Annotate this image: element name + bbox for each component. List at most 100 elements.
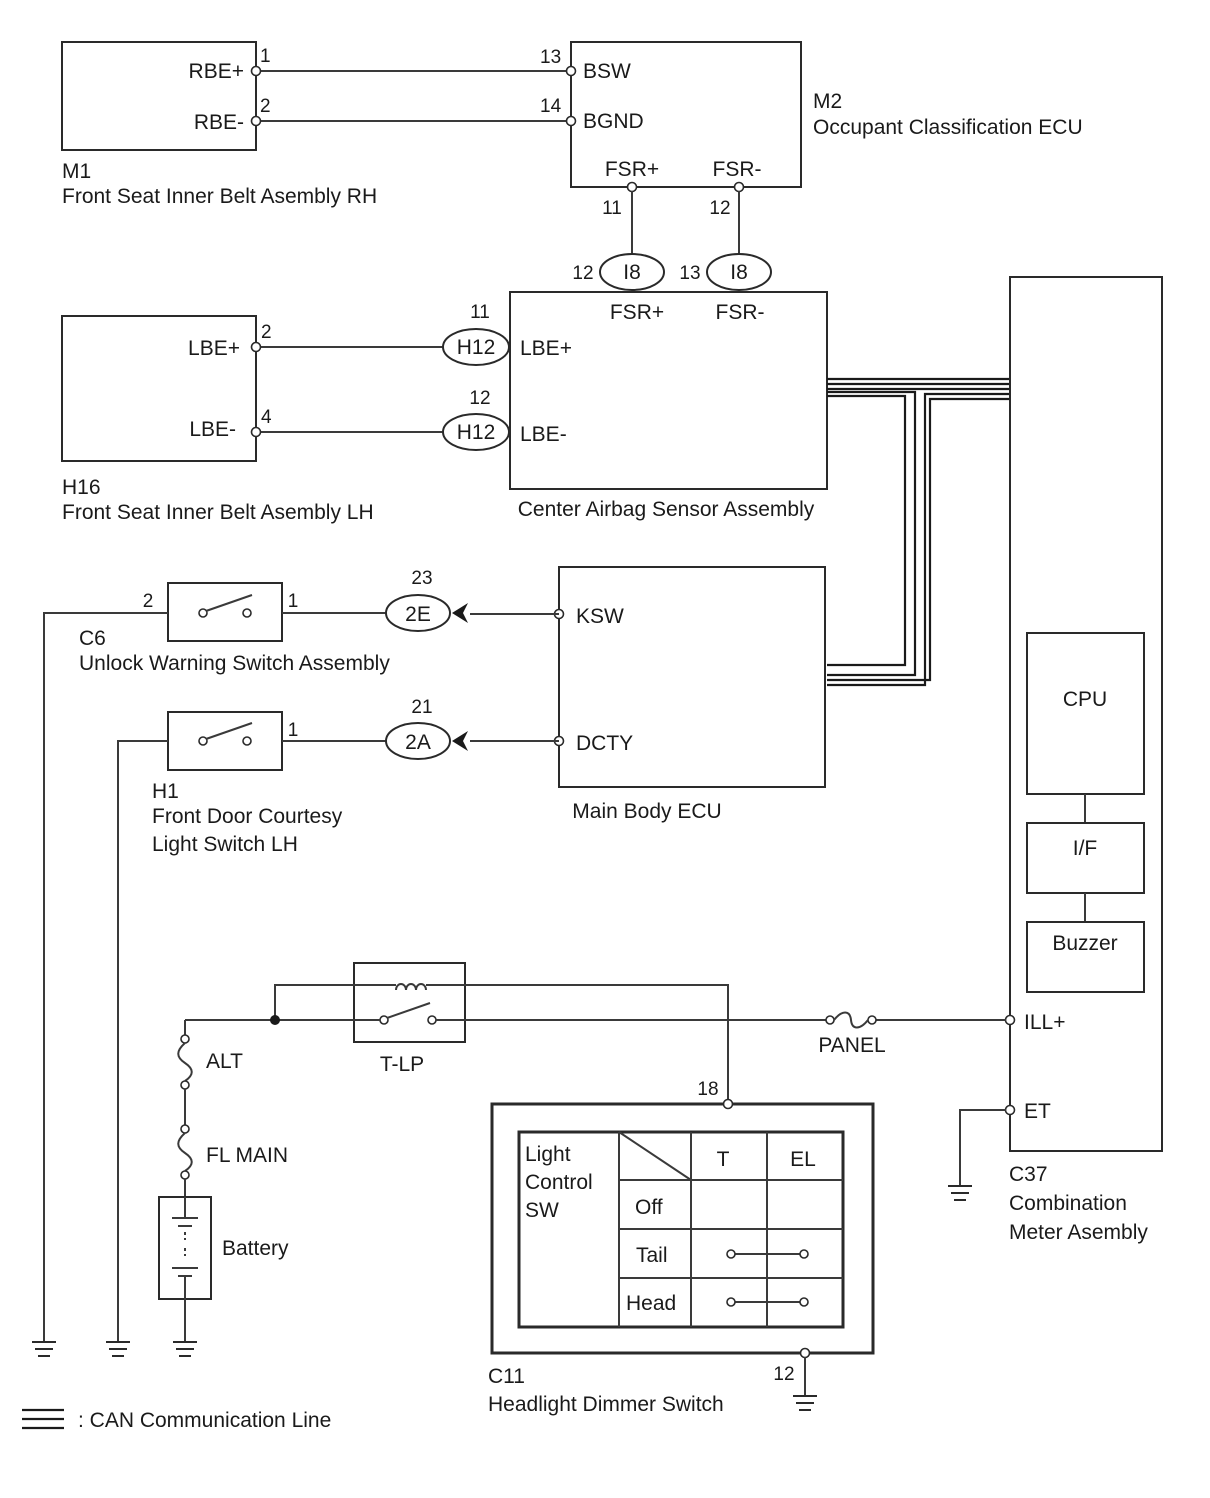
pin-rbe-minus: RBE- [194, 111, 244, 134]
column-header-t: T [717, 1148, 730, 1171]
buzzer-label: Buzzer [1052, 932, 1117, 955]
connector-2a: 2A 21 [385, 697, 468, 760]
component-code: C6 [79, 627, 106, 650]
component-code: H1 [152, 780, 179, 803]
pin-lbe-plus: LBE+ [188, 337, 240, 360]
terminal [250, 65, 262, 77]
fl-main-fuse: FL MAIN [177, 1124, 288, 1180]
c6-unlock-warning-switch: 2 1 C6 Unlock Warning Switch Assembly [79, 582, 390, 675]
row-label-tail: Tail [636, 1244, 668, 1267]
pin-number: 18 [697, 1079, 718, 1100]
h1-door-courtesy-switch: 1 H1 Front Door Courtesy Light Switch LH [152, 711, 343, 856]
m1-front-seat-belt-rh: RBE+ RBE- 1 2 M1 Front Seat Inner Belt A… [61, 41, 377, 208]
row-label-off: Off [635, 1196, 663, 1219]
tail-contact [726, 1249, 809, 1259]
component-name: Main Body ECU [572, 800, 721, 823]
ground-symbol [106, 1341, 130, 1357]
table-title: Light [525, 1143, 571, 1166]
connector-h12-b: H12 12 [442, 388, 510, 451]
pin-number: 12 [773, 1364, 794, 1385]
h16-front-seat-belt-lh: LBE+ LBE- 2 4 H16 Front Seat Inner Belt … [61, 315, 374, 524]
panel-fuse: PANEL [818, 1011, 886, 1057]
pin-bsw: BSW [583, 60, 631, 83]
connector-2e: 2E 23 [385, 568, 468, 632]
head-contact [726, 1297, 809, 1307]
component-name: Center Airbag Sensor Assembly [518, 498, 815, 521]
connector-i8-a: I8 12 [572, 253, 665, 291]
svg-text:2A: 2A [405, 731, 431, 754]
ground-symbol [948, 1185, 972, 1201]
pin-number: 1 [288, 591, 299, 612]
pin-lbe-plus: LBE+ [520, 337, 572, 360]
m2-occupant-classification-ecu: 13 14 BSW BGND FSR+ FSR- 11 12 M2 Occupa… [540, 41, 1083, 219]
pin-rbe-plus: RBE+ [189, 60, 244, 83]
pin-number: 12 [709, 198, 730, 219]
cpu-label: CPU [1063, 688, 1107, 711]
connector-h12-a: H12 11 [442, 302, 510, 366]
pin-number: 2 [143, 591, 154, 612]
pin-et: ET [1024, 1100, 1051, 1123]
junction-dot [270, 1015, 280, 1025]
pin-number: 13 [679, 263, 700, 284]
terminal [250, 115, 262, 127]
svg-text:H12: H12 [457, 336, 496, 359]
ground-symbol [32, 1341, 56, 1357]
svg-text:2E: 2E [405, 603, 431, 626]
svg-text:I8: I8 [623, 261, 641, 284]
table-title: Control [525, 1171, 593, 1194]
component-name: Unlock Warning Switch Assembly [79, 652, 390, 675]
pin-dcty: DCTY [576, 732, 633, 755]
column-header-el: EL [790, 1148, 816, 1171]
connector-i8-b: I8 13 [679, 253, 772, 291]
svg-text:I8: I8 [730, 261, 748, 284]
center-airbag-sensor-assembly: FSR+ FSR- LBE+ LBE- Center Airbag Sensor… [509, 291, 828, 521]
component-name: Light Switch LH [152, 833, 298, 856]
component-name: Occupant Classification ECU [813, 116, 1083, 139]
main-body-ecu: KSW DCTY Main Body ECU [553, 566, 826, 823]
row-label-head: Head [626, 1292, 676, 1315]
legend: : CAN Communication Line [22, 1408, 331, 1432]
component-code: C37 [1009, 1163, 1048, 1186]
fuse-label: FL MAIN [206, 1144, 288, 1167]
svg-text:H12: H12 [457, 421, 496, 444]
cpu-block [1026, 632, 1145, 795]
ground-symbol [793, 1395, 817, 1411]
pin-fsr-minus: FSR- [716, 301, 765, 324]
table-title: SW [525, 1199, 559, 1222]
component-name: Front Seat Inner Belt Asembly RH [62, 185, 377, 208]
pin-number: 2 [261, 322, 272, 343]
pin-ill-plus: ILL+ [1024, 1011, 1065, 1034]
pin-lbe-minus: LBE- [520, 423, 567, 446]
ground-symbol [173, 1341, 197, 1357]
component-name: Combination [1009, 1192, 1127, 1215]
pin-ksw: KSW [576, 605, 624, 628]
pin-number: 21 [411, 697, 432, 718]
component-name: T-LP [380, 1053, 424, 1076]
legend-text: : CAN Communication Line [78, 1409, 331, 1432]
pin-number: 13 [540, 47, 561, 68]
component-code: M1 [62, 160, 91, 183]
pin-number: 4 [261, 407, 272, 428]
battery: Battery [158, 1196, 289, 1300]
pin-number: 11 [602, 198, 622, 219]
pin-fsr-plus: FSR+ [610, 301, 664, 324]
component-code: H16 [62, 476, 101, 499]
if-label: I/F [1073, 837, 1098, 860]
component-name: Front Door Courtesy [152, 805, 343, 828]
pin-number: 12 [469, 388, 490, 409]
pin-number: 1 [288, 720, 299, 741]
pin-number: 11 [470, 302, 490, 323]
c37-combination-meter: CPU I/F Buzzer ILL+ ET C37 Combination M… [1004, 276, 1163, 1244]
t-lp-relay: T-LP [353, 962, 466, 1076]
component-name: Front Seat Inner Belt Asembly LH [62, 501, 374, 524]
fuse-label: ALT [206, 1050, 243, 1073]
component-code: M2 [813, 90, 842, 113]
alt-fuse: ALT [177, 1034, 243, 1090]
pin-fsr-plus: FSR+ [605, 158, 659, 181]
c11-headlight-dimmer-switch: 18 Light Control SW T EL Off Tail Head 1… [488, 1079, 875, 1416]
can-bus-lines [827, 377, 1010, 687]
pin-number: 23 [411, 568, 432, 589]
pin-number: 12 [572, 263, 593, 284]
component-code: C11 [488, 1365, 525, 1388]
